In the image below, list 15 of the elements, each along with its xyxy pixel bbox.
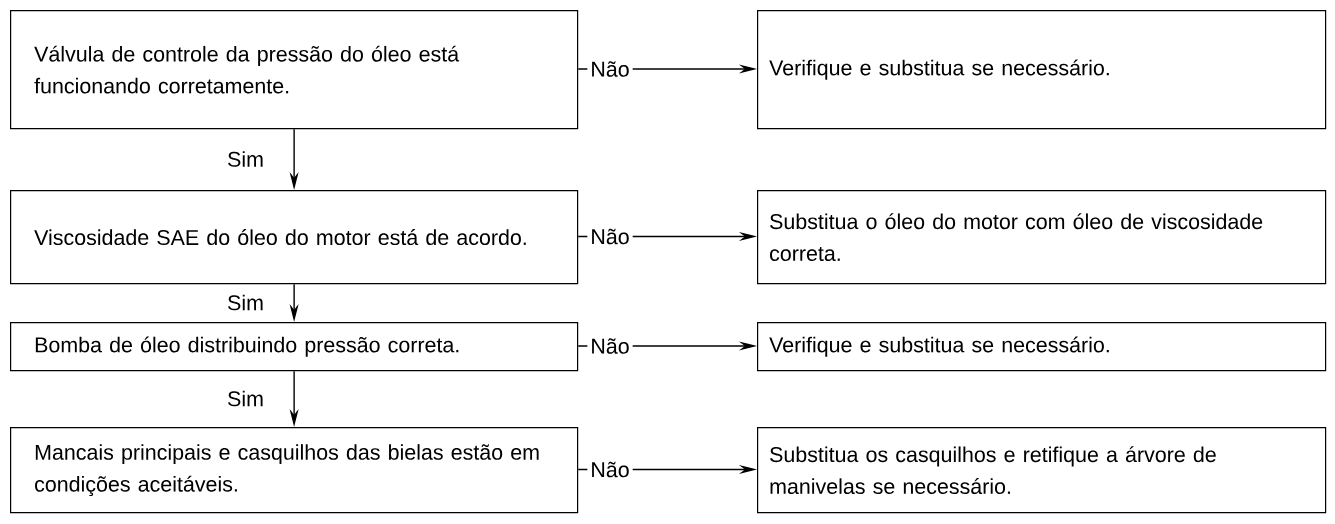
edge-label: Sim xyxy=(224,387,267,410)
edge-label: Não xyxy=(587,335,633,357)
edge-label: Não xyxy=(587,58,633,80)
step-box: Verifique e substitua se necessário. xyxy=(757,322,1327,372)
edge-label: Sim xyxy=(224,148,267,170)
step-box: Mancais principais e casquilhos das bielas estão em condições aceitáveis. xyxy=(10,427,579,514)
step-box: Verifique e substitua se necessário. xyxy=(757,10,1327,130)
edge-label: Não xyxy=(587,225,633,248)
step-box: Viscosidade SAE do óleo do motor está de acordo. xyxy=(10,190,579,285)
edge-label: Não xyxy=(587,458,633,481)
step-box: Substitua o óleo do motor com óleo de viscosidade correta. xyxy=(757,190,1327,285)
step-box: Substitua os casquilhos e retifique a árvore de manivelas se necessário. xyxy=(757,427,1327,514)
step-box: Bomba de óleo distribuindo pressão correta. xyxy=(10,322,579,372)
edge-label: Sim xyxy=(224,291,267,314)
step-box: Válvula de controle da pressão do óleo está funcionando corretamente. xyxy=(10,10,579,130)
